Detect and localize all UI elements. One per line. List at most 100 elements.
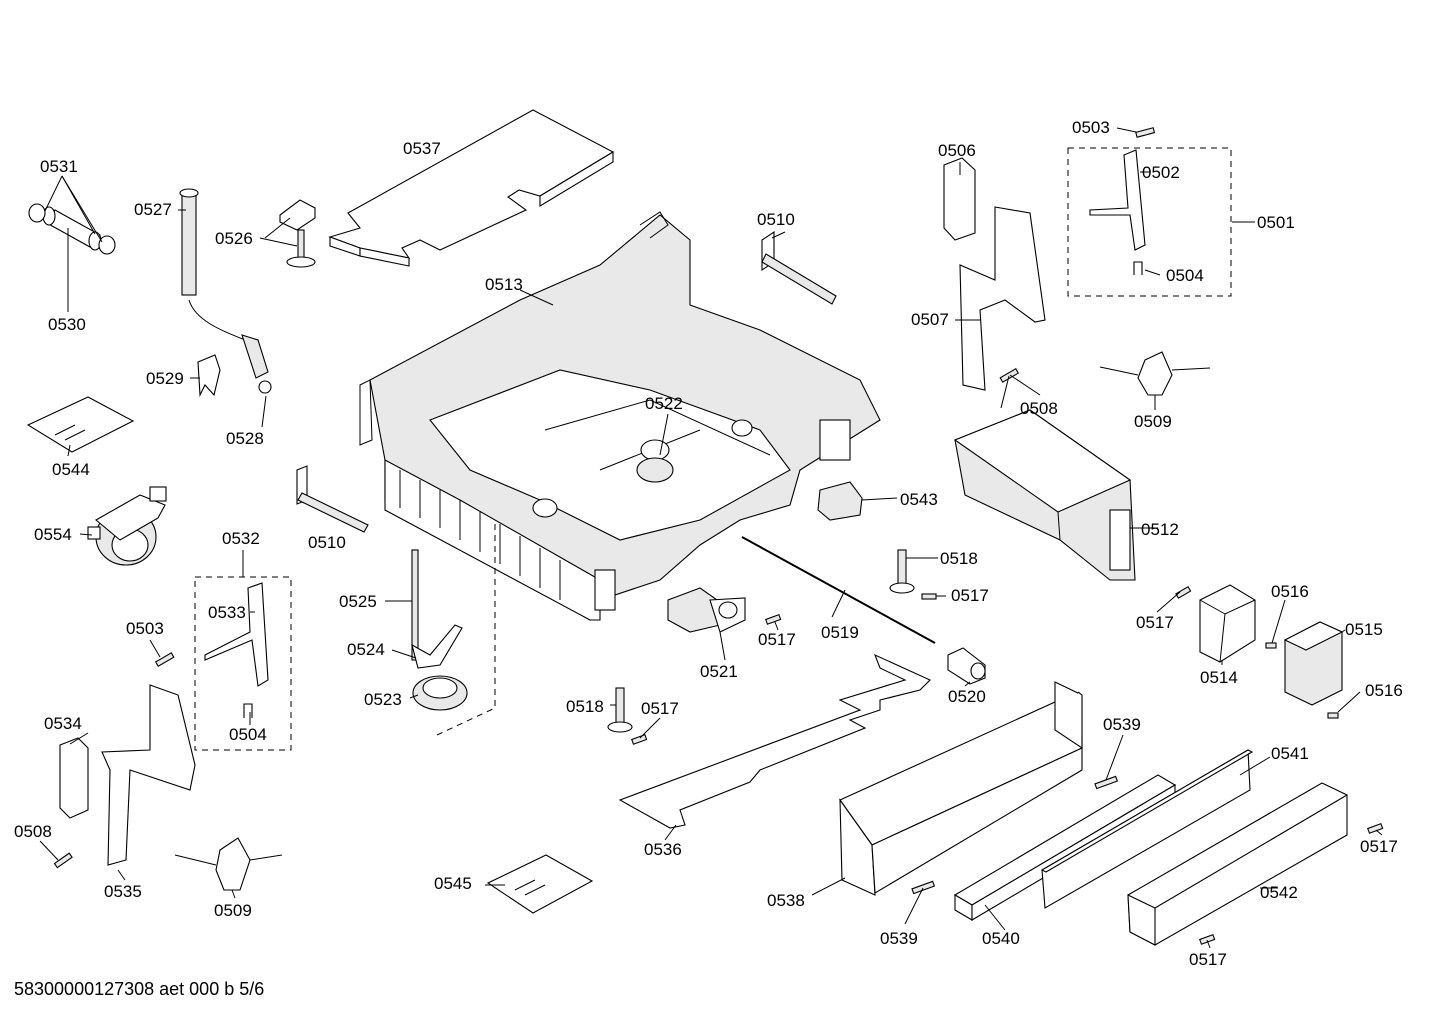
screw-0517-e — [1367, 823, 1384, 834]
label-0527: 0527 — [134, 200, 172, 219]
label-0509-right: 0509 — [1134, 412, 1172, 431]
part-0535-bracket — [101, 684, 196, 866]
label-0506: 0506 — [938, 141, 976, 160]
label-0504-right: 0504 — [1166, 266, 1204, 285]
label-0542: 0542 — [1260, 883, 1298, 902]
part-0534-cover — [59, 737, 89, 819]
part-0530-sleeve — [28, 203, 116, 255]
label-0523: 0523 — [364, 690, 402, 709]
screw-0517-b — [765, 614, 782, 625]
label-0526: 0526 — [215, 229, 253, 248]
part-0512-control-module — [953, 409, 1136, 581]
part-0509-sensor-right — [1099, 351, 1211, 396]
label-0530: 0530 — [48, 315, 86, 334]
label-0540: 0540 — [982, 929, 1020, 948]
footer-document-code: 58300000127308 aet 000 b 5/6 — [14, 979, 265, 999]
label-0535: 0535 — [104, 882, 142, 901]
screw-0508-right — [999, 368, 1020, 383]
label-0515: 0515 — [1345, 620, 1383, 639]
label-0534: 0534 — [44, 714, 82, 733]
part-0507-bracket — [959, 206, 1046, 391]
part-0533-bracket — [204, 582, 269, 687]
label-0509-left: 0509 — [214, 901, 252, 920]
part-0504-clip-right — [1133, 261, 1143, 275]
part-0518-foot-b — [607, 687, 633, 733]
label-0520: 0520 — [948, 687, 986, 706]
part-0544-bag — [26, 396, 135, 453]
label-0518-b: 0518 — [566, 697, 604, 716]
part-0515-cover — [1283, 621, 1344, 706]
part-0523-float — [412, 675, 468, 711]
label-0512: 0512 — [1141, 520, 1179, 539]
part-0554-pump — [87, 486, 167, 566]
label-0533: 0533 — [208, 603, 246, 622]
screw-0539-b — [911, 880, 936, 895]
part-0542-channel — [1127, 782, 1348, 946]
label-0521: 0521 — [700, 662, 738, 681]
part-0541-panel — [1040, 749, 1254, 909]
label-0519: 0519 — [821, 623, 859, 642]
label-0545: 0545 — [434, 874, 472, 893]
part-0536-plate — [618, 653, 931, 829]
part-0524-lever — [411, 624, 463, 669]
part-0526-foot — [279, 199, 316, 268]
part-0518-foot-a — [889, 549, 915, 594]
label-0513: 0513 — [485, 275, 523, 294]
label-0508-right: 0508 — [1020, 399, 1058, 418]
part-0527-hose — [179, 188, 272, 394]
part-0514-housing — [1199, 584, 1256, 663]
label-0517-c: 0517 — [641, 699, 679, 718]
screw-0517-d — [1175, 586, 1192, 599]
screw-0503-right — [1135, 127, 1156, 138]
label-0539-b: 0539 — [880, 929, 918, 948]
label-0517-e: 0517 — [1360, 837, 1398, 856]
part-0521-inlet-valve — [667, 587, 746, 633]
part-0525-rod — [411, 549, 419, 661]
part-0506-cover — [943, 157, 976, 241]
label-0543: 0543 — [900, 490, 938, 509]
part-0543-sensor — [817, 481, 863, 521]
part-0545-bag — [486, 854, 594, 914]
part-0520-sleeve — [947, 647, 986, 685]
label-0517-d: 0517 — [1136, 613, 1174, 632]
dash-line-0523 — [436, 520, 496, 736]
screw-0517-a — [921, 593, 937, 600]
label-0544: 0544 — [52, 460, 90, 479]
label-0524: 0524 — [347, 640, 385, 659]
label-0522: 0522 — [645, 394, 683, 413]
label-0539-a: 0539 — [1103, 715, 1141, 734]
part-0504-clip-left — [243, 703, 253, 718]
label-0507: 0507 — [911, 310, 949, 329]
screw-0508-left — [53, 852, 73, 869]
part-0509-sensor-left — [174, 837, 283, 891]
label-0516-a: 0516 — [1271, 582, 1309, 601]
part-0519-rod — [741, 536, 936, 644]
leader-lines — [39, 127, 1383, 949]
part-0537-cover-plate — [328, 109, 615, 267]
screw-0503-left — [154, 652, 175, 667]
label-0517-f: 0517 — [1189, 950, 1227, 969]
part-0529-clip — [197, 354, 221, 398]
label-0532: 0532 — [222, 529, 260, 548]
screw-0539-a — [1094, 775, 1119, 790]
screw-0516-a — [1265, 642, 1277, 649]
label-0538: 0538 — [767, 891, 805, 910]
label-0541: 0541 — [1271, 744, 1309, 763]
label-0503-right: 0503 — [1072, 118, 1110, 137]
label-0514: 0514 — [1200, 668, 1238, 687]
part-0538-toe-kick — [839, 681, 1083, 896]
part-0510-spring-left — [296, 465, 369, 533]
part-0502-bracket — [1089, 149, 1146, 251]
label-0554: 0554 — [34, 525, 72, 544]
label-0537: 0537 — [403, 139, 441, 158]
screw-0517-c — [631, 734, 648, 745]
label-0510-top: 0510 — [757, 210, 795, 229]
group-box-0501 — [1067, 147, 1232, 297]
part-0513-base-tub — [359, 211, 881, 621]
label-0517-b: 0517 — [758, 630, 796, 649]
label-0517-a: 0517 — [951, 586, 989, 605]
part-0522-sump — [636, 457, 674, 483]
screw-0516-b — [1327, 712, 1339, 719]
label-0528: 0528 — [226, 429, 264, 448]
